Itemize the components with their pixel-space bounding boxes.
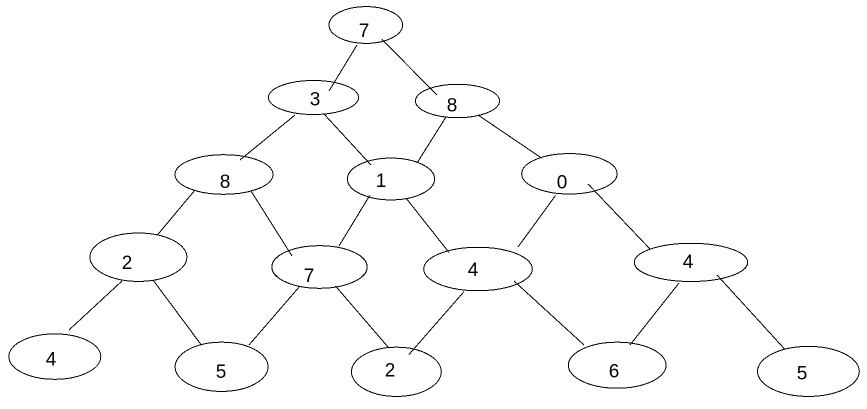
svg-text:2: 2 xyxy=(122,253,133,274)
svg-text:7: 7 xyxy=(304,266,315,287)
svg-text:5: 5 xyxy=(216,362,227,383)
svg-text:7: 7 xyxy=(359,21,370,42)
svg-text:3: 3 xyxy=(310,90,321,111)
svg-text:8: 8 xyxy=(447,96,458,117)
svg-text:2: 2 xyxy=(385,360,396,381)
svg-text:0: 0 xyxy=(557,173,568,194)
svg-text:4: 4 xyxy=(683,252,694,273)
svg-text:1: 1 xyxy=(376,171,387,192)
svg-text:6: 6 xyxy=(609,361,620,382)
svg-text:5: 5 xyxy=(797,364,808,385)
svg-text:4: 4 xyxy=(468,260,479,281)
svg-text:4: 4 xyxy=(46,350,57,371)
svg-text:8: 8 xyxy=(220,172,231,193)
